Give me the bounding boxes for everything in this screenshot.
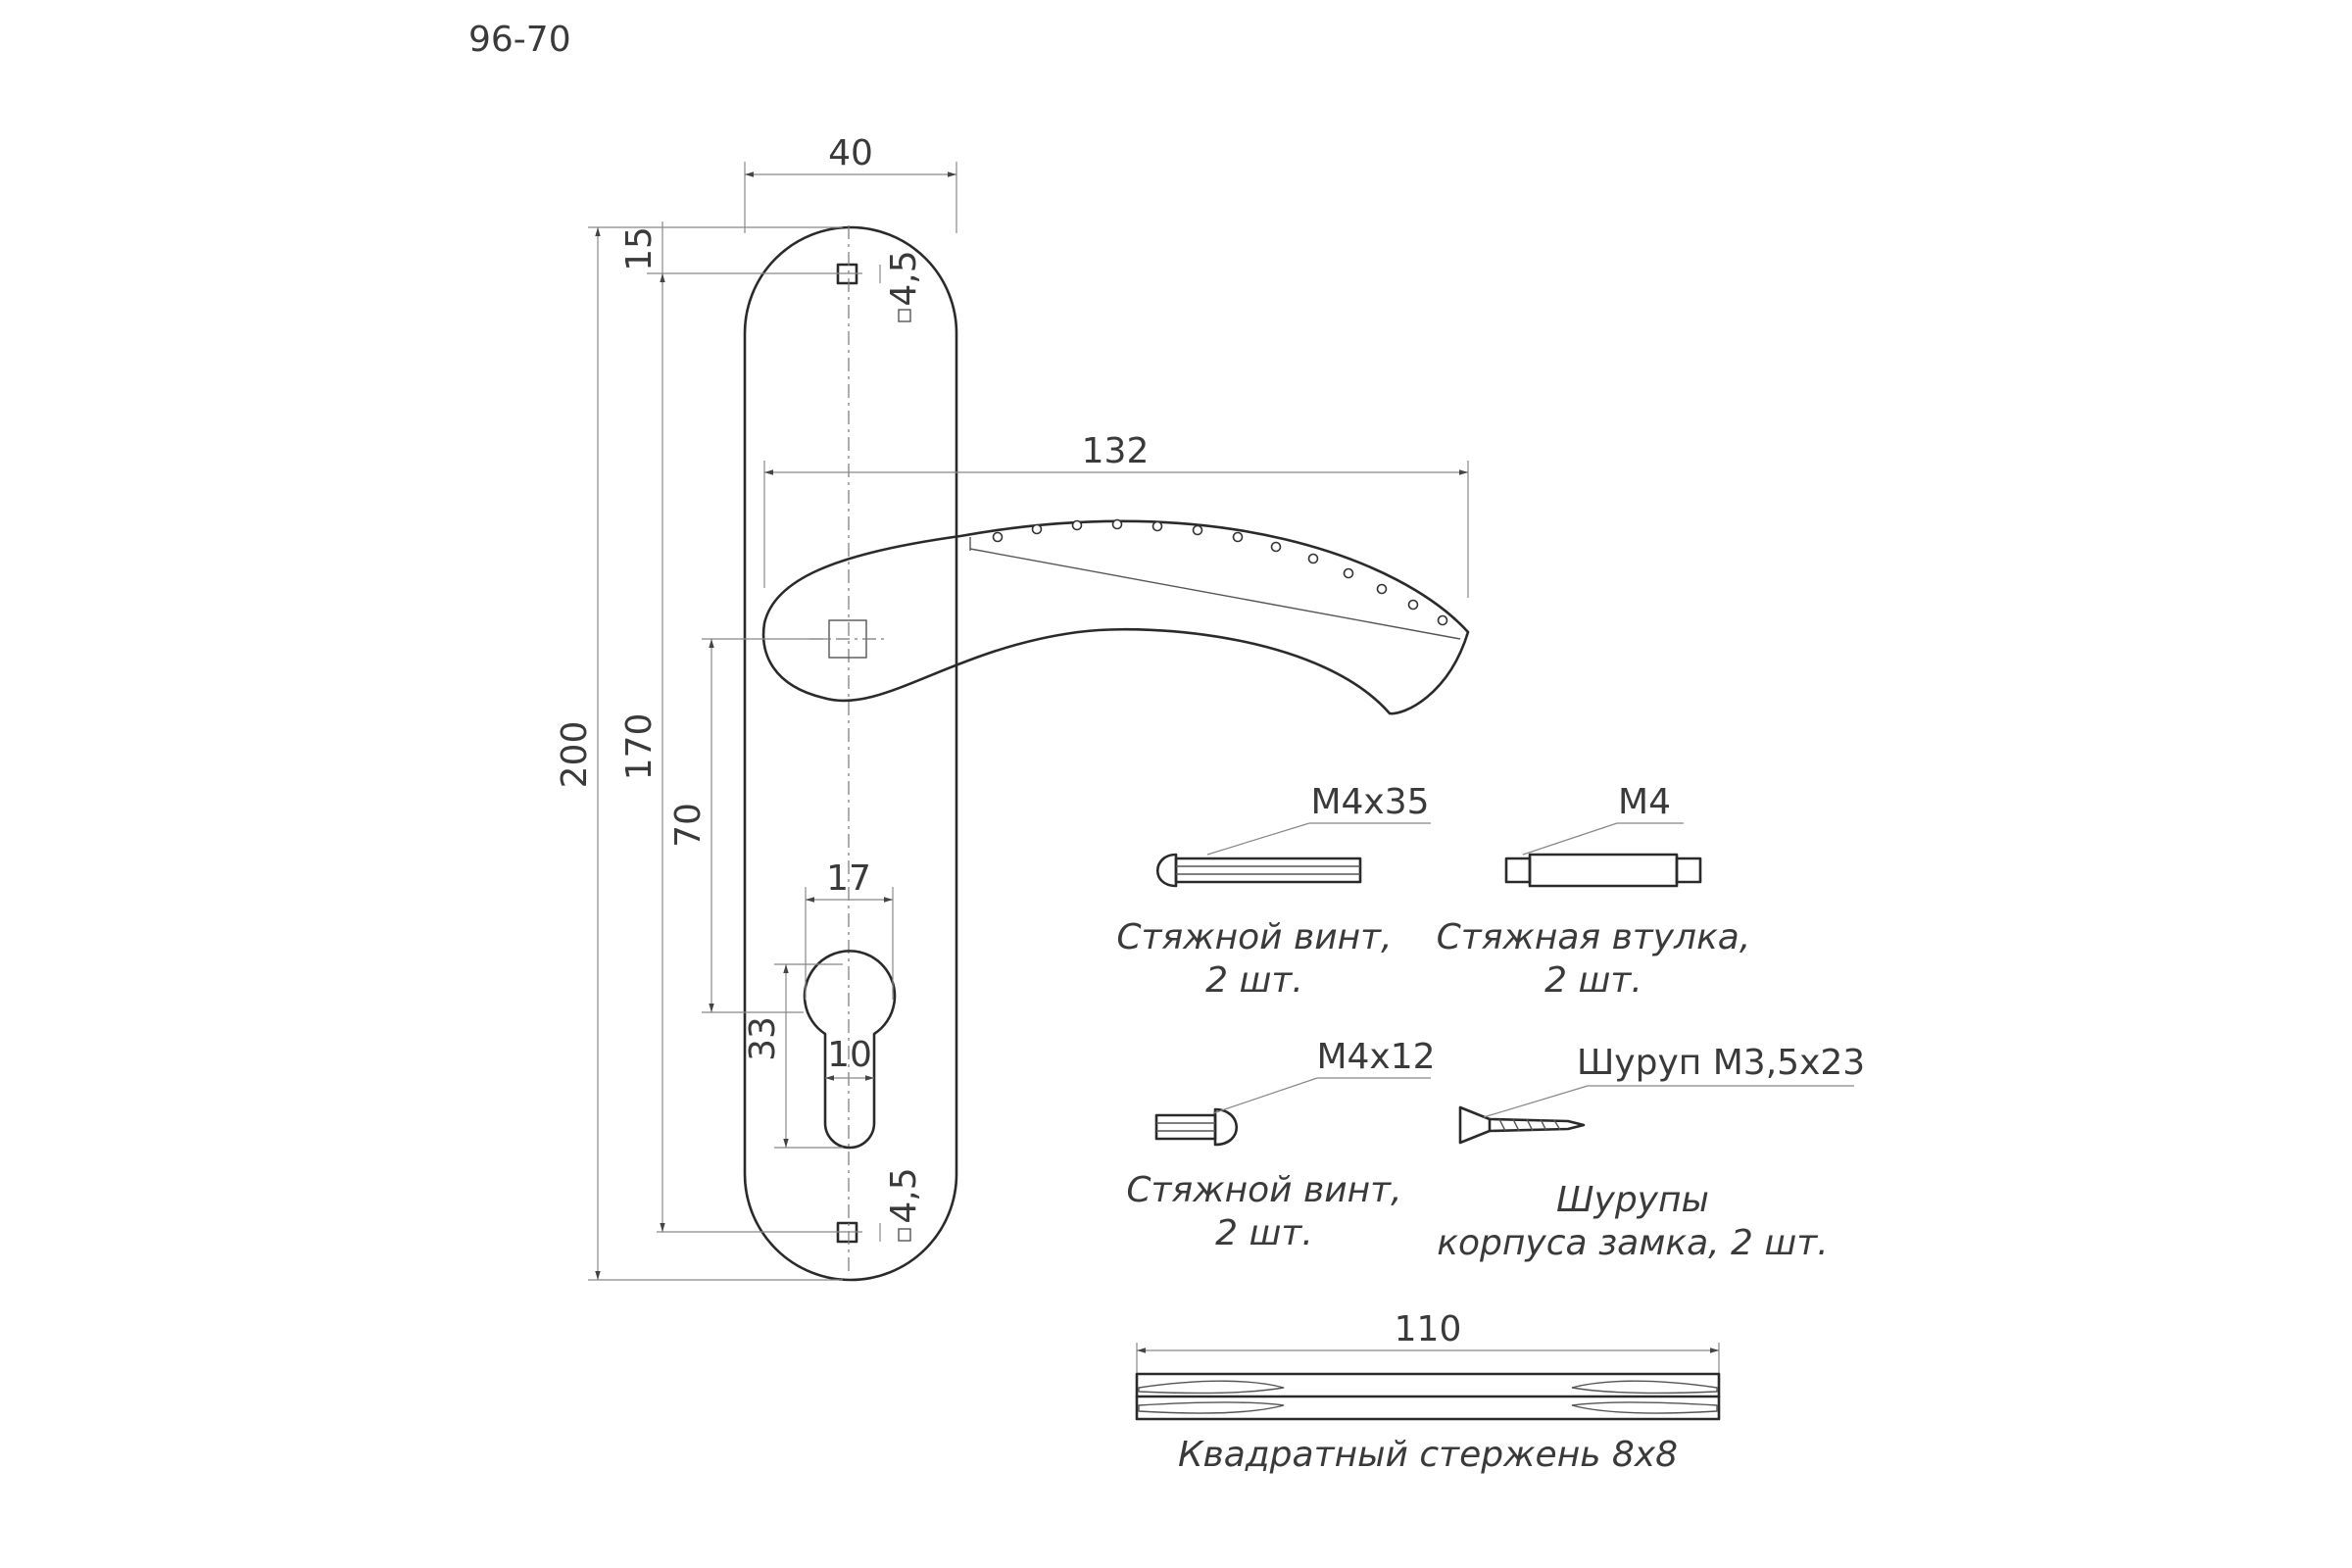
svg-text:70: 70	[668, 803, 709, 848]
svg-text:170: 170	[619, 713, 660, 781]
svg-text:корпуса замка, 2 шт.: корпуса замка, 2 шт.	[1437, 1223, 1829, 1263]
svg-text:200: 200	[555, 721, 595, 789]
svg-text:4,5: 4,5	[884, 250, 924, 306]
svg-text:Стяжной винт,: Стяжной винт,	[1126, 1170, 1401, 1210]
dimension-plate-width: 40	[744, 133, 957, 233]
svg-text:Стяжной винт,: Стяжной винт,	[1116, 917, 1392, 957]
dimension-hole-spacing: 170	[619, 273, 862, 1233]
dimension-cylinder-height: 33	[743, 963, 843, 1149]
part-bolt-short: М4x12 Стяжной винт, 2 шт.	[1126, 1037, 1435, 1253]
svg-text:40: 40	[828, 133, 873, 173]
svg-text:Квадратный стержень 8x8: Квадратный стержень 8x8	[1178, 1435, 1678, 1475]
dimension-handle-length: 132	[763, 431, 1469, 598]
top-hole-symbol	[898, 309, 911, 322]
svg-text:10: 10	[827, 1035, 872, 1075]
svg-text:2 шт.: 2 шт.	[1205, 960, 1303, 1001]
svg-text:М4: М4	[1618, 782, 1671, 822]
svg-text:2 шт.: 2 шт.	[1215, 1213, 1313, 1253]
dimension-top-offset: 15	[619, 221, 862, 284]
svg-text:М4x12: М4x12	[1316, 1037, 1435, 1077]
svg-text:Шуруп М3,5x23: Шуруп М3,5x23	[1577, 1043, 1865, 1083]
dimension-hole-size-top: 4,5	[879, 250, 924, 307]
dimension-cylinder-slot: 10	[825, 1035, 874, 1081]
svg-text:4,5: 4,5	[884, 1167, 924, 1223]
dimension-overall-height: 200	[555, 226, 843, 1281]
dimension-center-to-cylinder: 70	[668, 638, 829, 1013]
svg-text:132: 132	[1082, 431, 1150, 471]
part-spindle: 110 Квадратный стержень 8x8	[1135, 1309, 1721, 1475]
svg-text:Стяжная втулка,: Стяжная втулка,	[1437, 917, 1751, 957]
handle-dots	[992, 518, 1448, 626]
svg-text:17: 17	[826, 858, 871, 899]
dimension-cylinder-width: 17	[805, 858, 894, 1000]
svg-text:15: 15	[619, 226, 660, 271]
bottom-hole-symbol	[898, 1228, 911, 1242]
svg-text:33: 33	[743, 1016, 783, 1061]
svg-text:2 шт.: 2 шт.	[1544, 960, 1642, 1001]
lever-handle	[761, 518, 1470, 715]
back-plate	[743, 225, 958, 1282]
part-sleeve: М4 Стяжная втулка, 2 шт.	[1437, 782, 1751, 1001]
model-number: 96-70	[468, 20, 571, 60]
part-bolt-long: М4x35 Стяжной винт, 2 шт.	[1116, 782, 1431, 1001]
part-screw: Шуруп М3,5x23 Шурупы корпуса замка, 2 шт…	[1437, 1043, 1865, 1263]
svg-text:Шурупы: Шурупы	[1556, 1180, 1709, 1220]
dimension-hole-size-bottom: 4,5	[879, 1167, 924, 1242]
svg-text:110: 110	[1395, 1309, 1462, 1349]
svg-text:М4x35: М4x35	[1310, 782, 1429, 822]
